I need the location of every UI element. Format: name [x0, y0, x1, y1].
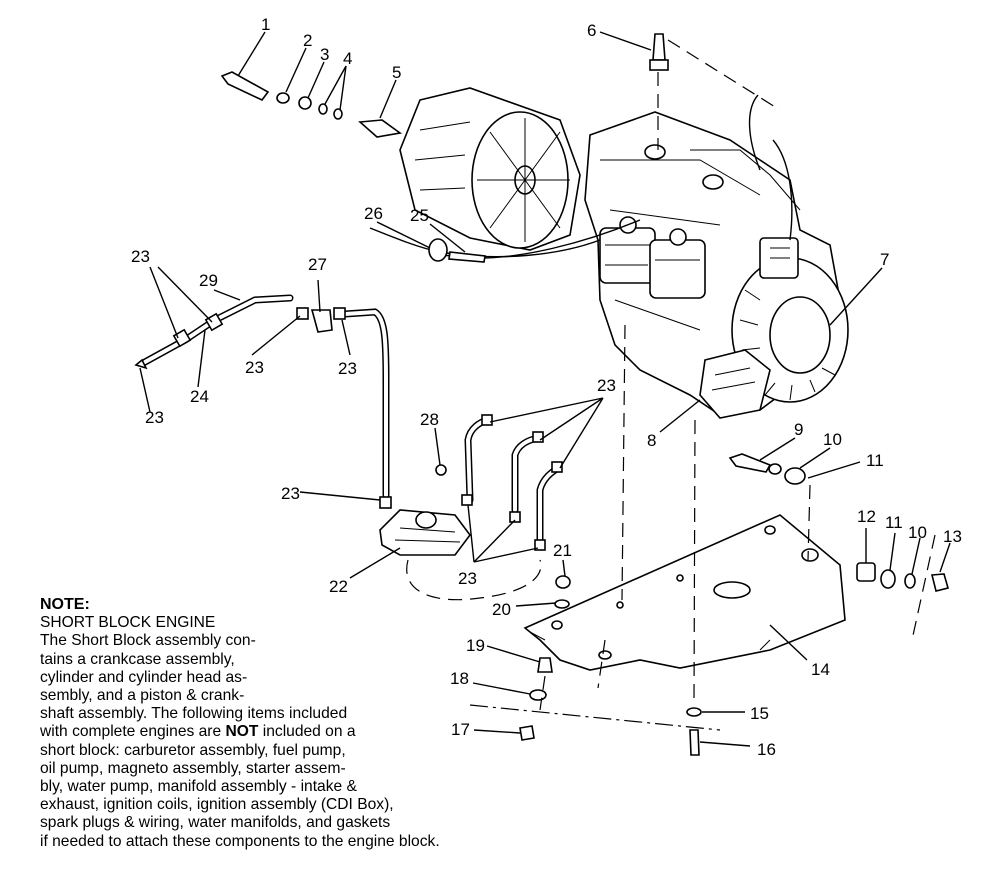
callout-15: 15: [750, 704, 769, 723]
callout-23-mid-left: 23: [245, 358, 264, 377]
ignition-coil: [748, 94, 799, 279]
drive-clutch: [399, 87, 581, 251]
note-subtitle: SHORT BLOCK ENGINE: [40, 614, 216, 632]
leader-lines: [139, 31, 951, 747]
callout-19: 19: [466, 636, 485, 655]
callout-22: 22: [329, 577, 348, 596]
mounting-plate: [523, 514, 846, 671]
note-text: with complete engines are: [40, 723, 226, 741]
assembly-lines: [469, 39, 936, 731]
note-line: bly, water pump, manifold assembly - int…: [40, 778, 357, 796]
callout-10-lower: 10: [908, 523, 927, 542]
note-text: included on a: [258, 723, 356, 741]
callout-23-lower-left: 23: [145, 408, 164, 427]
fuel-lines: [134, 294, 563, 551]
note-title: NOTE:: [40, 596, 90, 613]
callout-5: 5: [392, 63, 401, 82]
note-line: short block: carburetor assembly, fuel p…: [40, 741, 346, 759]
spark-plug: [649, 33, 669, 71]
callout-28: 28: [420, 410, 439, 429]
note-line: The Short Block assembly con-: [40, 632, 256, 650]
callout-labels: 1 2 3 4 5 6 7 8 9 10 11 12 11 10 13 14 1…: [131, 15, 962, 759]
callout-8: 8: [647, 431, 656, 450]
note-line: if needed to attach these components to …: [40, 832, 440, 850]
mount-hardware-right: [728, 453, 949, 592]
mount-hardware-bottom: [519, 575, 702, 756]
callout-3: 3: [320, 45, 329, 64]
callout-17: 17: [451, 720, 470, 739]
throttle-cable: [369, 219, 641, 263]
callout-10-upper: 10: [823, 430, 842, 449]
callout-26: 26: [364, 204, 383, 223]
callout-7: 7: [880, 250, 889, 269]
callout-2: 2: [303, 31, 312, 50]
note-line: with complete engines are NOT included o…: [40, 723, 540, 741]
note-line: sembly, and a piston & crank-: [40, 687, 245, 705]
callout-12: 12: [857, 507, 876, 526]
clutch-bolt-stack: [220, 71, 403, 138]
callout-23-pump: 23: [281, 484, 300, 503]
callout-24: 24: [190, 387, 209, 406]
callout-13: 13: [943, 527, 962, 546]
callout-20: 20: [492, 600, 511, 619]
note-line: cylinder and cylinder head as-: [40, 668, 248, 686]
carburetors: [599, 216, 706, 299]
callout-1: 1: [261, 15, 270, 34]
callout-21: 21: [553, 541, 572, 560]
callout-23-mid: 23: [338, 359, 357, 378]
callout-9: 9: [794, 420, 803, 439]
callout-11-lower: 11: [885, 513, 903, 532]
callout-6: 6: [587, 21, 596, 40]
callout-18: 18: [450, 669, 469, 688]
callout-25: 25: [410, 206, 429, 225]
recoil-handle: [699, 349, 771, 419]
callout-23-upper-left: 23: [131, 247, 150, 266]
fuel-pump: [379, 509, 542, 601]
callout-23-bottom: 23: [458, 569, 477, 588]
callout-16: 16: [757, 740, 776, 759]
callout-4: 4: [343, 49, 352, 68]
callout-27: 27: [308, 255, 327, 274]
note-line: spark plugs & wiring, water manifolds, a…: [40, 814, 391, 832]
note-line: tains a crankcase assembly,: [40, 650, 235, 668]
note-line: oil pump, magneto assembly, starter asse…: [40, 759, 346, 777]
callout-11-upper: 11: [866, 451, 884, 470]
callout-14: 14: [811, 660, 830, 679]
note-emphasis: NOT: [225, 723, 259, 741]
note-line: exhaust, ignition coils, ignition assemb…: [40, 796, 394, 814]
note-line: shaft assembly. The following items incl…: [40, 705, 348, 723]
callout-23-right: 23: [597, 376, 616, 395]
short-block-note: NOTE: SHORT BLOCK ENGINE The Short Block…: [40, 596, 540, 851]
callout-29: 29: [199, 271, 218, 290]
